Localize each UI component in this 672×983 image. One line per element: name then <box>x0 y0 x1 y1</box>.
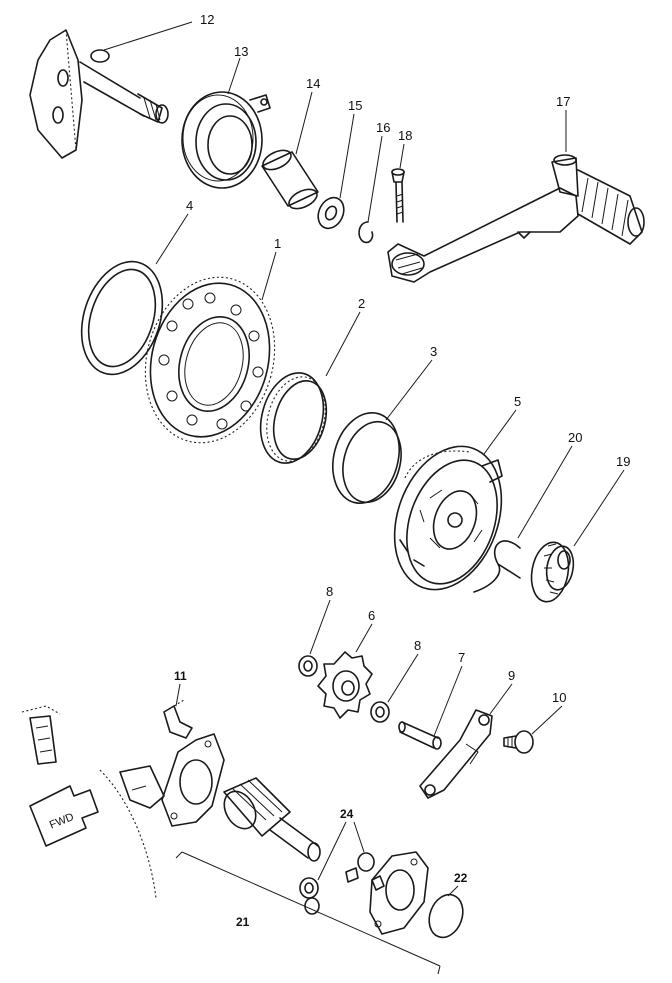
callout-14: 14 <box>306 76 320 91</box>
part-5-clutch-housing <box>393 445 503 591</box>
callout-20: 20 <box>568 430 582 445</box>
part-12-kick-shaft <box>29 29 169 159</box>
leader-lines <box>103 21 625 975</box>
callout-22: 22 <box>454 871 468 885</box>
callout-7: 7 <box>458 650 465 665</box>
callout-1: 1 <box>274 236 281 251</box>
engine-case-fragment <box>21 705 165 899</box>
callout-12: 12 <box>200 12 214 27</box>
part-18-bolt <box>391 168 405 223</box>
callout-2: 2 <box>358 296 365 311</box>
callout-11-text: 11 <box>174 669 187 683</box>
callout-3: 3 <box>430 344 437 359</box>
part-13-kick-spring <box>181 91 271 189</box>
callout-15: 15 <box>348 98 362 113</box>
part-20-spring-clip <box>473 540 521 593</box>
callout-4: 4 <box>186 198 193 213</box>
part-8-washer-left <box>298 655 318 677</box>
ring-gear-holes <box>158 292 264 430</box>
callout-5: 5 <box>514 394 521 409</box>
part-22-o-ring <box>428 893 464 939</box>
part-16-circlip <box>358 221 374 244</box>
callout-6: 6 <box>368 608 375 623</box>
part-6-idler-gear <box>317 651 373 719</box>
callout-21: 21 <box>236 915 250 929</box>
part-21-end-cover <box>369 851 429 935</box>
part-1-ring-gear <box>144 276 276 444</box>
part-2-needle-bearing <box>259 372 328 464</box>
callout-8-right: 8 <box>414 638 421 653</box>
part-3-sleeve <box>332 412 402 504</box>
fwd-arrow-label: FWD <box>48 811 76 832</box>
part-8-washer-right <box>370 701 390 723</box>
part-10-screw <box>503 730 534 754</box>
part-9-lever <box>419 709 493 799</box>
part-15-washer <box>317 196 345 230</box>
callout-19: 19 <box>616 454 630 469</box>
callout-18: 18 <box>398 128 412 143</box>
callout-labels: 12 13 14 15 16 18 17 4 1 2 3 5 20 19 8 6… <box>174 12 630 929</box>
part-19-pinion-gear <box>530 541 575 603</box>
fwd-direction-arrow: FWD <box>29 785 99 847</box>
part-14-bushing <box>261 149 319 210</box>
callout-24: 24 <box>340 807 354 821</box>
part-21-gasket-plate <box>161 733 225 827</box>
callout-13: 13 <box>234 44 248 59</box>
part-11-bracket <box>163 699 193 739</box>
callout-8-left: 8 <box>326 584 333 599</box>
part-4-thrust-ring <box>80 260 164 376</box>
part-7-pin <box>398 721 442 750</box>
callout-10: 10 <box>552 690 566 705</box>
part-21-starter-motor <box>223 777 321 862</box>
callout-17: 17 <box>556 94 570 109</box>
part-17-kick-crank <box>387 154 645 283</box>
callout-16: 16 <box>376 120 390 135</box>
callout-9: 9 <box>508 668 515 683</box>
